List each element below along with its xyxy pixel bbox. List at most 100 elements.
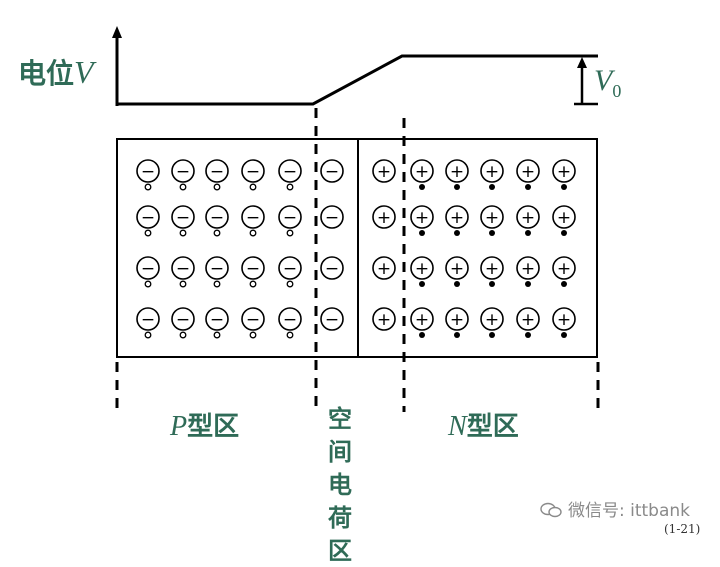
hole-dot bbox=[249, 183, 257, 191]
svg-text:+: + bbox=[450, 162, 464, 182]
electron-dot bbox=[419, 332, 425, 338]
hole-dot bbox=[179, 280, 187, 288]
potential-plot bbox=[112, 26, 598, 106]
donor-ion: + bbox=[480, 307, 504, 338]
svg-text:−: − bbox=[283, 208, 297, 228]
donor-ion: + bbox=[480, 256, 504, 287]
electron-dot bbox=[489, 184, 495, 190]
svg-text:+: + bbox=[521, 310, 535, 330]
depletion-donor-ion: + bbox=[372, 159, 396, 183]
electron-dot bbox=[561, 281, 567, 287]
hole-dot bbox=[249, 331, 257, 339]
depletion-donor-ion: + bbox=[372, 205, 396, 229]
acceptor-ion: − bbox=[278, 256, 302, 288]
acceptor-ion: − bbox=[241, 256, 265, 288]
hole-dot bbox=[213, 331, 221, 339]
svg-text:−: − bbox=[325, 208, 339, 228]
svg-text:−: − bbox=[176, 259, 190, 279]
watermark: 微信号: ittbank bbox=[540, 496, 690, 521]
donor-ion: + bbox=[480, 159, 504, 190]
depletion-donor-ion: + bbox=[372, 307, 396, 331]
hole-dot bbox=[286, 229, 294, 237]
svg-text:−: − bbox=[246, 208, 260, 228]
donor-ion: + bbox=[516, 205, 540, 236]
hole-dot bbox=[249, 229, 257, 237]
v0-label: V0 bbox=[594, 64, 622, 101]
p-region-label: P型区 bbox=[170, 411, 240, 442]
svg-text:+: + bbox=[415, 208, 429, 228]
hole-dot bbox=[286, 331, 294, 339]
depletion-acceptor-ion: − bbox=[320, 307, 344, 331]
ion-lattice: −−−−−−++++++−−−−−−++++++−−−−−−++++++−−−−… bbox=[136, 159, 576, 339]
donor-ion: + bbox=[552, 205, 576, 236]
acceptor-ion: − bbox=[205, 159, 229, 191]
hole-dot bbox=[286, 280, 294, 288]
svg-text:+: + bbox=[415, 162, 429, 182]
acceptor-ion: − bbox=[171, 205, 195, 237]
electron-dot bbox=[489, 332, 495, 338]
electron-dot bbox=[419, 281, 425, 287]
electron-dot bbox=[454, 184, 460, 190]
donor-ion: + bbox=[410, 159, 434, 190]
svg-text:+: + bbox=[377, 259, 391, 279]
hole-dot bbox=[179, 183, 187, 191]
chat-bubbles-icon bbox=[540, 502, 562, 518]
donor-ion: + bbox=[445, 205, 469, 236]
svg-text:−: − bbox=[210, 310, 224, 330]
acceptor-ion: − bbox=[171, 307, 195, 339]
figure-number: (1-21) bbox=[664, 522, 701, 536]
hole-dot bbox=[179, 331, 187, 339]
svg-text:+: + bbox=[485, 162, 499, 182]
svg-text:−: − bbox=[325, 310, 339, 330]
svg-text:+: + bbox=[557, 259, 571, 279]
acceptor-ion: − bbox=[205, 205, 229, 237]
svg-text:+: + bbox=[377, 162, 391, 182]
hole-dot bbox=[213, 280, 221, 288]
svg-text:−: − bbox=[141, 162, 155, 182]
donor-ion: + bbox=[516, 159, 540, 190]
svg-text:−: − bbox=[283, 162, 297, 182]
svg-text:−: − bbox=[325, 259, 339, 279]
acceptor-ion: − bbox=[171, 159, 195, 191]
svg-text:+: + bbox=[557, 208, 571, 228]
depletion-acceptor-ion: − bbox=[320, 159, 344, 183]
svg-text:−: − bbox=[283, 259, 297, 279]
hole-dot bbox=[144, 183, 152, 191]
acceptor-ion: − bbox=[171, 256, 195, 288]
donor-ion: + bbox=[552, 256, 576, 287]
electron-dot bbox=[525, 184, 531, 190]
svg-text:+: + bbox=[521, 162, 535, 182]
donor-ion: + bbox=[480, 205, 504, 236]
hole-dot bbox=[144, 229, 152, 237]
depletion-acceptor-ion: − bbox=[320, 205, 344, 229]
svg-text:−: − bbox=[176, 208, 190, 228]
potential-label: 电位V bbox=[18, 54, 94, 90]
svg-text:−: − bbox=[210, 162, 224, 182]
donor-ion: + bbox=[445, 159, 469, 190]
acceptor-ion: − bbox=[241, 159, 265, 191]
svg-text:+: + bbox=[377, 310, 391, 330]
donor-ion: + bbox=[516, 307, 540, 338]
donor-ion: + bbox=[552, 159, 576, 190]
svg-text:+: + bbox=[485, 259, 499, 279]
svg-text:+: + bbox=[415, 259, 429, 279]
potential-axis-arrow-icon bbox=[112, 26, 122, 38]
hole-dot bbox=[144, 280, 152, 288]
hole-dot bbox=[286, 183, 294, 191]
electron-dot bbox=[419, 230, 425, 236]
svg-text:−: − bbox=[325, 162, 339, 182]
potential-curve bbox=[117, 54, 598, 106]
acceptor-ion: − bbox=[278, 159, 302, 191]
electron-dot bbox=[419, 184, 425, 190]
electron-dot bbox=[454, 332, 460, 338]
donor-ion: + bbox=[552, 307, 576, 338]
svg-text:−: − bbox=[283, 310, 297, 330]
acceptor-ion: − bbox=[278, 205, 302, 237]
svg-text:+: + bbox=[521, 208, 535, 228]
svg-text:−: − bbox=[141, 310, 155, 330]
svg-text:+: + bbox=[485, 208, 499, 228]
svg-text:−: − bbox=[246, 162, 260, 182]
svg-text:+: + bbox=[415, 310, 429, 330]
acceptor-ion: − bbox=[241, 205, 265, 237]
hole-dot bbox=[213, 183, 221, 191]
